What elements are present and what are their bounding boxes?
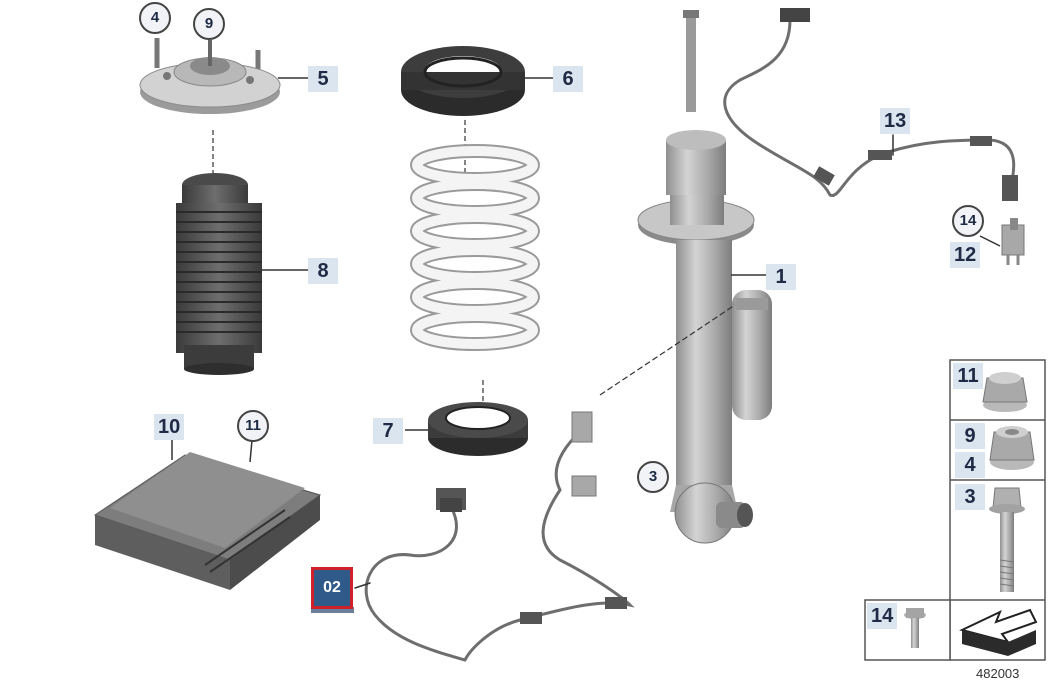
catalog-number: 482003: [976, 666, 1020, 681]
callout-1[interactable]: 1: [766, 264, 796, 290]
callout-11-circle[interactable]: 11: [237, 410, 269, 442]
callout-14-circle[interactable]: 14: [952, 205, 984, 237]
lower-spring-pad-part: [405, 402, 528, 456]
callout-12[interactable]: 12: [950, 242, 981, 268]
small-bolt-14: [904, 608, 926, 648]
callout-13[interactable]: 13: [880, 108, 911, 134]
callout-4-circle[interactable]: 4: [139, 2, 171, 34]
callout-7[interactable]: 7: [373, 418, 403, 444]
legend-label-9[interactable]: 9: [955, 423, 985, 449]
legend-label-3[interactable]: 3: [955, 484, 985, 510]
hex-bolt-3: [989, 487, 1025, 592]
coil-spring-part: [410, 144, 540, 351]
legend-label-4[interactable]: 4: [955, 452, 985, 478]
callout-02-shadow: [311, 607, 354, 613]
callout-02-selected[interactable]: 02: [311, 567, 353, 609]
sensor-cable-long: [463, 411, 635, 662]
callout-9-circle[interactable]: 9: [193, 8, 225, 40]
sensor-part-12: [979, 218, 1025, 265]
callout-8[interactable]: 8: [308, 258, 338, 284]
top-mount-part: [139, 38, 312, 114]
front-direction-arrow-icon: [959, 608, 1038, 656]
upper-spring-pad-part: [401, 46, 555, 116]
legend-label-14[interactable]: 14: [867, 603, 898, 629]
flange-nut-11: [982, 372, 1028, 412]
callout-10[interactable]: 10: [154, 414, 185, 440]
wiring-harness-13: [723, 8, 1018, 201]
control-unit-part: [93, 430, 322, 590]
shock-absorber-part: [637, 10, 772, 544]
legend-label-11[interactable]: 11: [953, 363, 983, 389]
sensor-cable-02: [354, 488, 467, 662]
self-locking-nut-9-4: [989, 426, 1035, 470]
callout-6[interactable]: 6: [553, 66, 583, 92]
callout-3-circle[interactable]: 3: [637, 461, 669, 493]
bump-stop-bellows-part: [176, 173, 312, 375]
callout-5[interactable]: 5: [308, 66, 338, 92]
hardware-legend: [864, 359, 1046, 661]
